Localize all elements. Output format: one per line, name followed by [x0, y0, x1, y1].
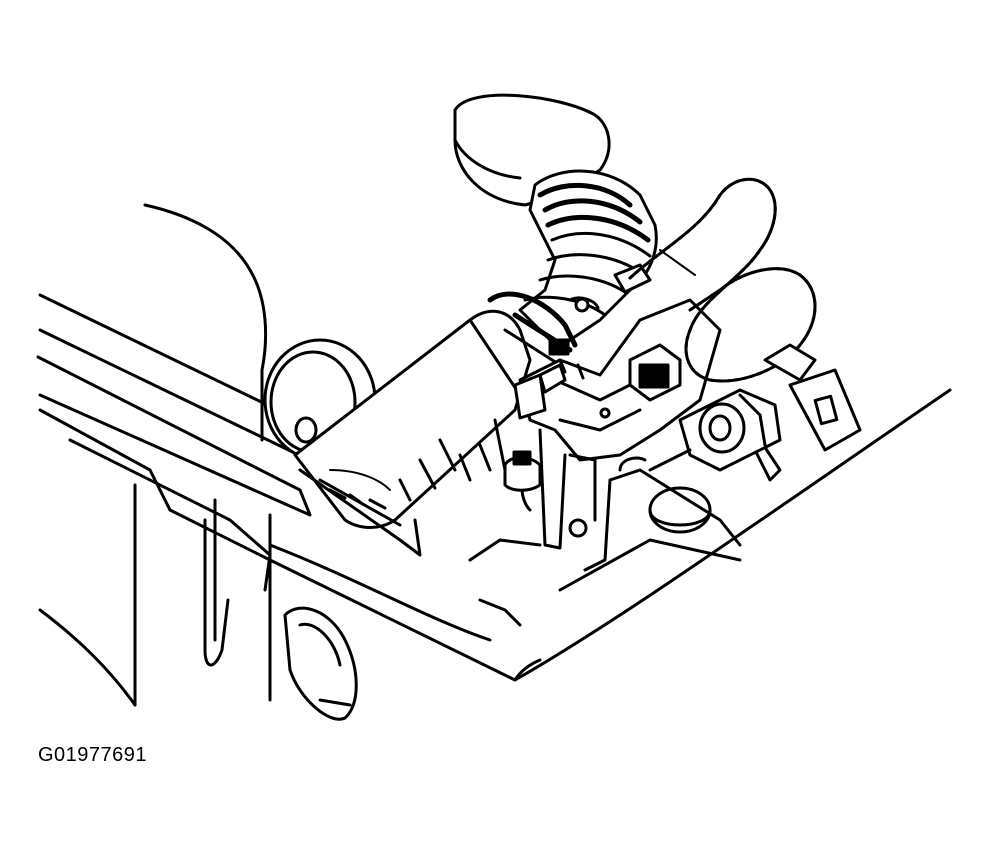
engine-block — [468, 358, 742, 627]
oil-filler-cap — [648, 486, 712, 534]
throttle-body — [518, 298, 722, 550]
fender-panel — [36, 203, 342, 707]
mounting-bolt — [503, 450, 542, 492]
figure-id-label: G01977691 — [38, 744, 148, 766]
headlamp — [283, 606, 358, 721]
hose-clamp — [487, 291, 600, 356]
solenoid — [678, 388, 782, 472]
duct-fitting — [513, 363, 567, 420]
wiring-harness — [628, 177, 817, 383]
hood-edge — [268, 388, 952, 682]
sensor-connector — [613, 263, 682, 402]
air-intake-duct — [293, 309, 532, 557]
relay-bracket — [753, 343, 862, 482]
